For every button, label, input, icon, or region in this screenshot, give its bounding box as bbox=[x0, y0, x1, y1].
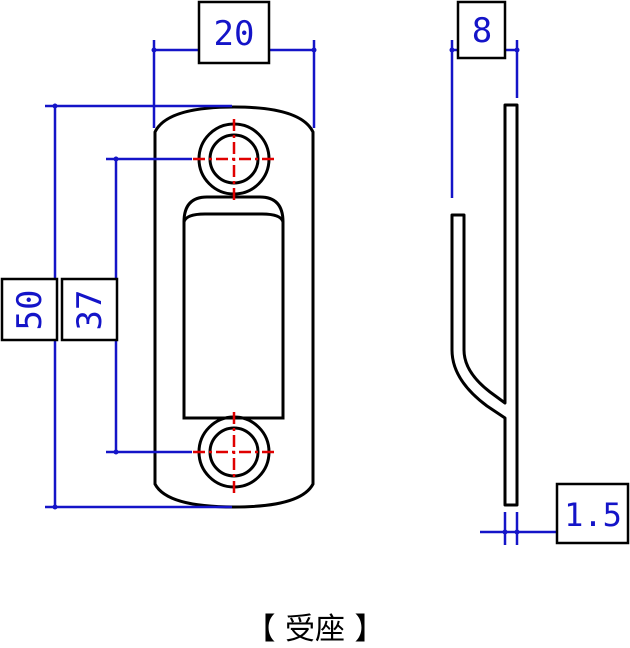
height-dim-dot bbox=[52, 103, 58, 109]
height-value: 50 bbox=[10, 290, 50, 331]
side-view bbox=[450, 103, 519, 507]
thickness-box bbox=[555, 482, 630, 545]
pitch-box bbox=[60, 277, 119, 342]
pitch-dim-dot bbox=[113, 156, 119, 162]
plate-outline bbox=[153, 105, 315, 509]
slot-lip bbox=[182, 212, 285, 223]
pitch-dim-dot bbox=[113, 449, 119, 455]
pitch-value: 37 bbox=[70, 290, 110, 331]
side-dimension-boxes bbox=[456, 0, 630, 545]
depth-box bbox=[456, 0, 507, 60]
slot-outline bbox=[182, 195, 285, 420]
width-dim-dot bbox=[311, 47, 317, 53]
front-dimension-boxes bbox=[0, 0, 271, 342]
depth-dim-dot bbox=[449, 47, 455, 53]
width-value: 20 bbox=[214, 14, 255, 54]
height-box bbox=[0, 277, 59, 342]
side-profile bbox=[450, 103, 519, 507]
depth-value: 8 bbox=[472, 11, 492, 51]
depth-dim-dot bbox=[514, 47, 520, 53]
width-dim-dot bbox=[151, 47, 157, 53]
figure-caption: 【 受座 】 bbox=[245, 612, 385, 647]
thickness-dim-dot bbox=[502, 529, 508, 535]
thickness-dim-dot bbox=[514, 529, 520, 535]
thickness-value: 1.5 bbox=[564, 496, 622, 534]
hole-centerlines bbox=[193, 119, 276, 494]
width-box bbox=[197, 0, 271, 65]
height-dim-dot bbox=[52, 504, 58, 510]
